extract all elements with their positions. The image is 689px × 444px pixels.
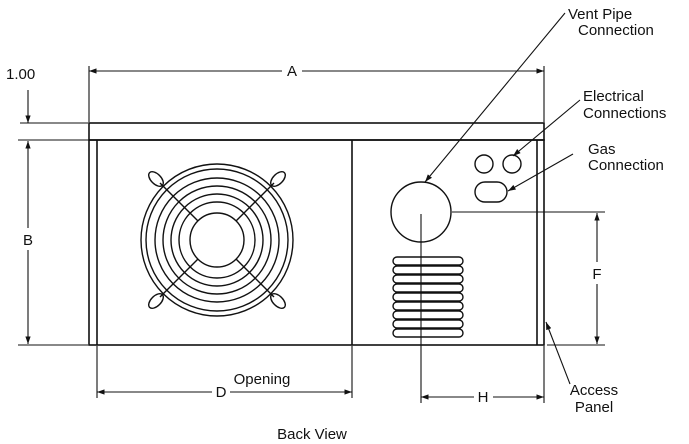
fan-ring-2 [145,168,289,312]
unit-body-outline [88,139,545,346]
leader-access-panel [545,321,571,385]
dim-f-label: F [592,266,601,283]
fan-ring-outer [140,163,294,317]
electrical-label-line1: Electrical [583,88,644,105]
leader-electrical [512,99,581,157]
fan-strut-sw [159,258,199,298]
top-flange [88,122,545,141]
louver [392,328,464,338]
gas-port [474,181,508,203]
dimension-lines [18,66,605,403]
electrical-label-line2: Connections [583,105,666,122]
fan-strut-ne [235,182,275,222]
fan-mount-tab-sw [148,293,164,309]
louver [392,310,464,320]
leader-lines [424,12,581,385]
fan-mount-tab-nw [148,171,164,187]
leader-gas [507,153,574,192]
dim-h-label: H [478,389,489,406]
opening-label: Opening [234,371,291,388]
fan-ring-3 [154,177,280,303]
electrical-port-left [474,154,494,174]
dim-d-label: D [216,384,227,401]
dim-a-label: A [287,63,297,80]
fan-guard [140,163,294,317]
louver [392,256,464,266]
fan-strut-nw [159,182,199,222]
louver [392,301,464,311]
fan-ring-6 [178,201,256,279]
dim-b-label: B [23,232,33,249]
access-panel-label-line1: Access [570,382,618,399]
fan-mount-tab-se [270,293,286,309]
fan-mount-tab-ne [270,171,286,187]
louver [392,265,464,275]
dim-offset-label: 1.00 [6,66,35,83]
fan-strut-se [235,258,275,298]
louver [392,319,464,329]
leader-vent-pipe [424,12,566,183]
louver [392,274,464,284]
diagram-caption: Back View [277,426,347,443]
vent-pipe-label-line1: Vent Pipe [568,6,632,23]
fan-ring-5 [170,193,264,287]
fan-ring-4 [162,185,272,295]
gas-label-line2: Connection [588,157,664,174]
unit-housing [88,122,545,346]
louver [392,283,464,293]
vent-pipe-label-line2: Connection [578,22,654,39]
right-components [390,154,522,338]
access-panel-label-line2: Panel [575,399,613,416]
electrical-port-right [502,154,522,174]
louver [392,292,464,302]
fan-hub [189,212,245,268]
louver-grille [392,256,464,338]
gas-label-line1: Gas [588,141,616,158]
